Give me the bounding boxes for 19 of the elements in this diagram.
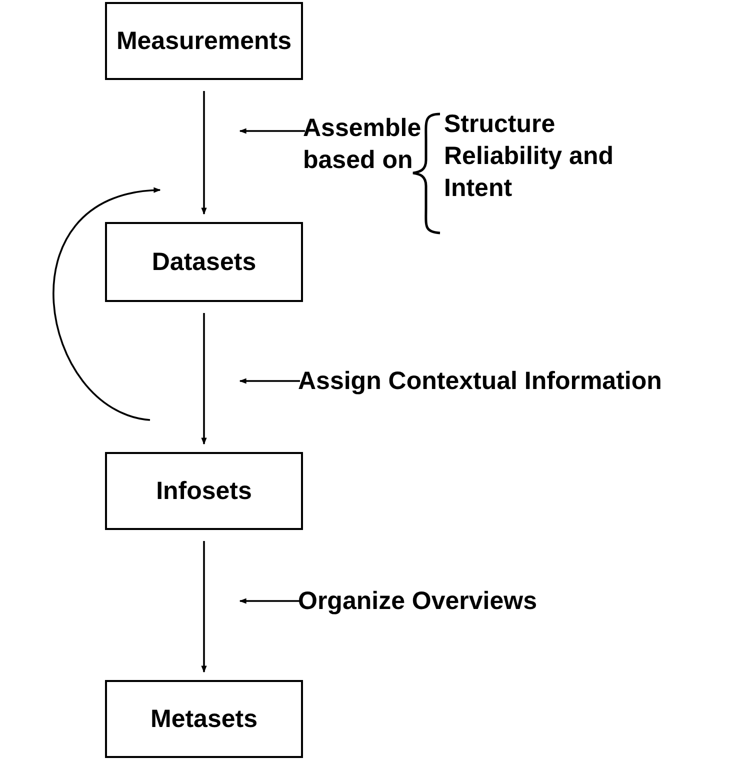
process-box (105, 452, 303, 530)
note-text: Structure Reliability and Intent (444, 109, 614, 204)
box-label: Metasets (150, 704, 258, 735)
box-label: Measurements (116, 26, 292, 57)
annotation-text: Assign Contextual Information (298, 366, 662, 397)
arrow (201, 541, 207, 673)
process-box (105, 2, 303, 80)
process-box (105, 222, 303, 302)
arrow (201, 91, 207, 215)
box-label: Infosets (156, 476, 252, 507)
process-box (105, 680, 303, 758)
arrow (201, 313, 207, 445)
annotation-text: Assemble based on (303, 113, 422, 176)
leader-arrow (239, 128, 305, 134)
annotation-text: Organize Overviews (298, 586, 538, 617)
arrow (52, 188, 161, 421)
leader-arrow (239, 378, 300, 384)
leader-arrow (239, 598, 300, 604)
box-label: Datasets (152, 247, 256, 278)
